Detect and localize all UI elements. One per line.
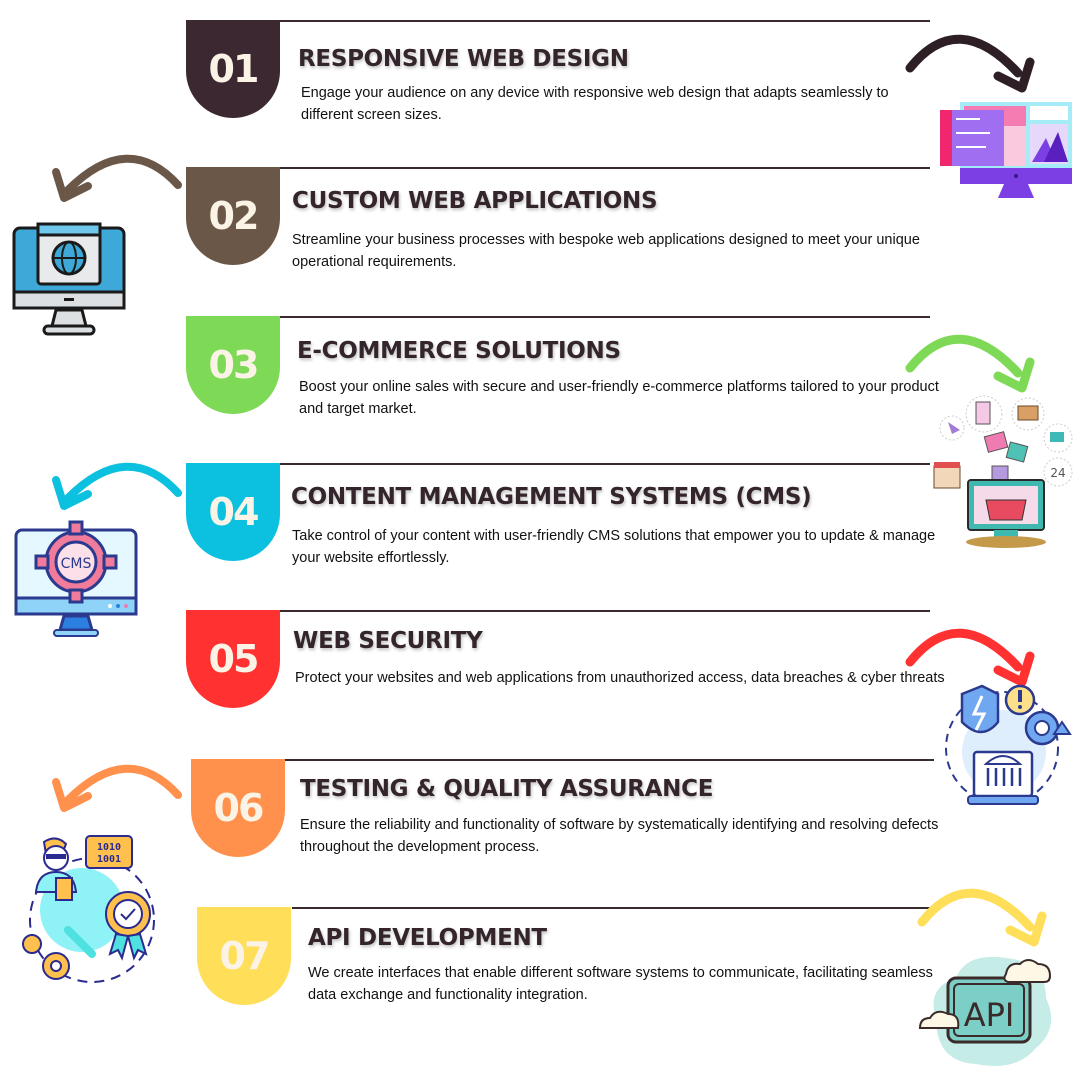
number-badge: 01 (186, 20, 280, 118)
cms-gear-monitor-icon: CMS (14, 520, 138, 637)
badge-number: 01 (208, 47, 260, 91)
divider-line (278, 167, 930, 169)
number-badge: 03 (186, 316, 280, 414)
number-badge: 06 (191, 759, 285, 857)
curved-arrow-icon (905, 334, 1035, 393)
security-shield-icon (945, 684, 1072, 805)
curved-arrow-icon (905, 628, 1035, 687)
number-badge: 07 (197, 907, 291, 1005)
svg-text:1010: 1010 (97, 842, 121, 853)
service-title: RESPONSIVE WEB DESIGN (298, 46, 629, 72)
service-title: WEB SECURITY (293, 628, 483, 654)
curved-arrow-icon (52, 154, 182, 202)
service-description: Engage your audience on any device with … (301, 85, 889, 123)
web-globe-monitor-icon (12, 222, 126, 336)
badge-number: 02 (208, 194, 260, 238)
ecommerce-basket-icon: 24 (933, 395, 1073, 548)
service-description: Streamline your business processes with … (292, 232, 920, 270)
badge-number: 07 (219, 934, 271, 978)
divider-line (278, 316, 930, 318)
divider-line (292, 907, 940, 909)
service-title: API DEVELOPMENT (308, 925, 547, 951)
service-description: Boost your online sales with secure and … (299, 379, 939, 417)
number-badge: 02 (186, 167, 280, 265)
badge-number: 04 (208, 490, 260, 534)
svg-text:24: 24 (1050, 466, 1065, 480)
divider-line (278, 463, 930, 465)
curved-arrow-icon (905, 34, 1035, 93)
service-description: Take control of your content with user-f… (292, 528, 936, 566)
responsive-monitor-icon (940, 102, 1072, 198)
curved-arrow-icon (52, 462, 182, 510)
svg-text:1001: 1001 (97, 854, 121, 865)
api-cloud-icon: API (918, 956, 1052, 1066)
service-description: We create interfaces that enable differe… (308, 965, 933, 1003)
service-description: Ensure the reliability and functionality… (300, 817, 939, 855)
service-description: Protect your websites and web applicatio… (295, 670, 945, 686)
divider-line (278, 20, 930, 22)
svg-text:API: API (964, 996, 1015, 1034)
service-title: CUSTOM WEB APPLICATIONS (292, 188, 658, 214)
badge-number: 06 (213, 786, 265, 830)
divider-line (278, 610, 930, 612)
qa-tester-icon: 1010 1001 (22, 835, 155, 983)
curved-arrow-icon (52, 764, 182, 812)
service-title: CONTENT MANAGEMENT SYSTEMS (CMS) (291, 484, 812, 510)
badge-number: 05 (208, 637, 260, 681)
number-badge: 05 (186, 610, 280, 708)
divider-line (284, 759, 934, 761)
number-badge: 04 (186, 463, 280, 561)
service-title: TESTING & QUALITY ASSURANCE (300, 776, 714, 802)
curved-arrow-icon (917, 888, 1047, 947)
service-title: E-COMMERCE SOLUTIONS (297, 338, 621, 364)
svg-text:CMS: CMS (61, 556, 92, 572)
badge-number: 03 (208, 343, 260, 387)
